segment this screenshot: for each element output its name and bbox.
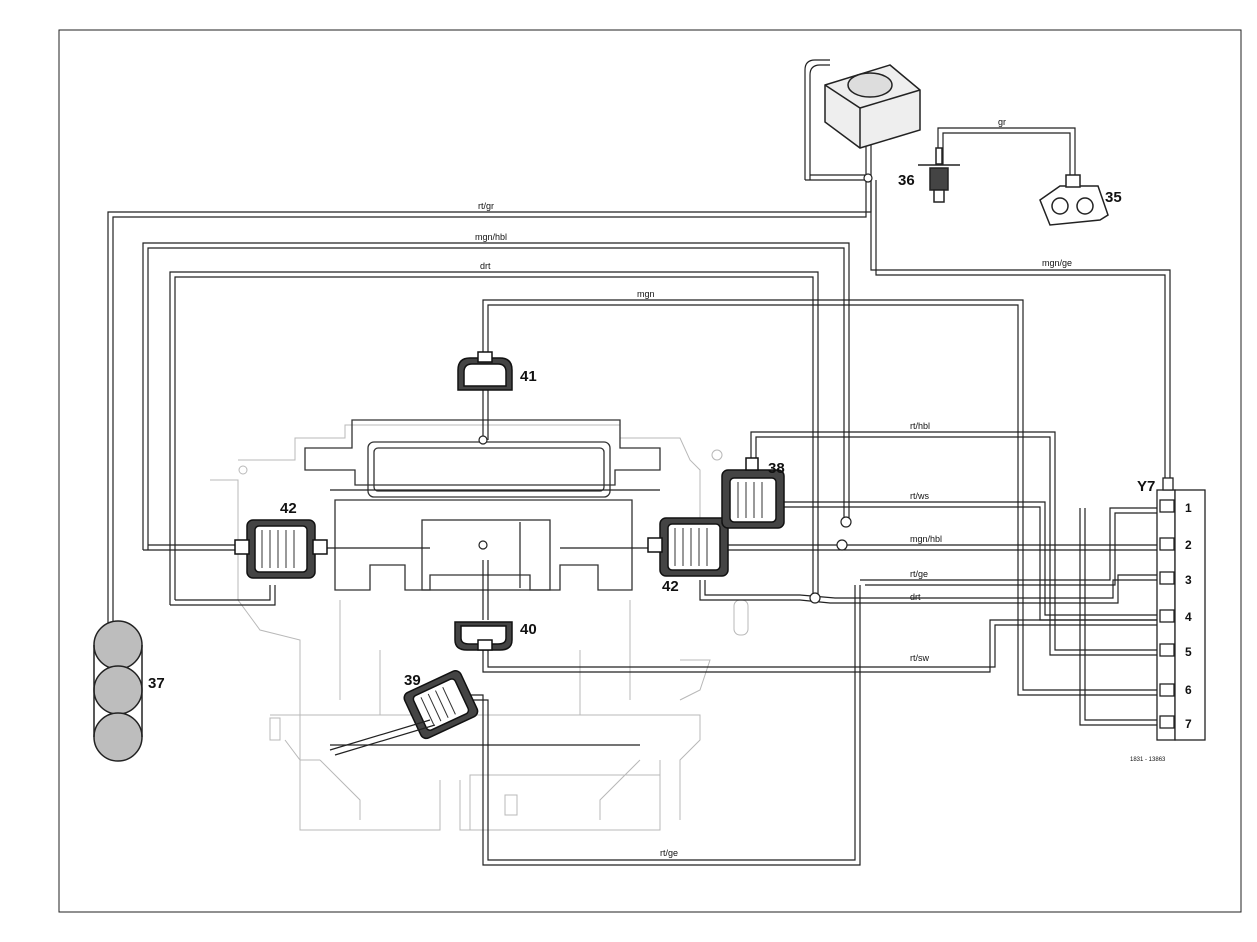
actuator-38 <box>721 457 785 529</box>
port-2: 2 <box>1185 538 1192 552</box>
hose-label-rt-gr: rt/gr <box>478 201 494 211</box>
label-41: 41 <box>520 368 537 385</box>
hose-label-rt-ge-bottom: rt/ge <box>660 848 678 858</box>
vacuum-reservoir-37 <box>93 620 143 762</box>
label-38: 38 <box>768 460 785 477</box>
hose-label-rt-ws: rt/ws <box>910 491 929 501</box>
hose-label-mgn-hbl-top: mgn/hbl <box>475 232 507 242</box>
port-1: 1 <box>1185 501 1192 515</box>
hose-label-drt-right: drt <box>910 592 921 602</box>
hose-label-rt-ge-right: rt/ge <box>910 569 928 579</box>
diagram-frame <box>58 29 1242 913</box>
hose-label-drt-top: drt <box>480 261 491 271</box>
flap-housing <box>304 419 661 591</box>
label-y7: Y7 <box>1137 478 1155 495</box>
valve-block-y7 <box>1156 477 1206 741</box>
actuator-39 <box>329 670 640 756</box>
switch-35 <box>1039 174 1109 226</box>
actuator-40 <box>454 621 513 651</box>
actuator-41 <box>457 351 513 391</box>
vacuum-hoses <box>107 59 1171 866</box>
t-connectors <box>478 173 873 604</box>
label-35: 35 <box>1105 189 1122 206</box>
hose-label-rt-sw: rt/sw <box>910 653 929 663</box>
port-4: 4 <box>1185 610 1192 624</box>
actuator-42-left <box>234 519 328 579</box>
label-37: 37 <box>148 675 165 692</box>
port-6: 6 <box>1185 683 1192 697</box>
hose-label-gr: gr <box>998 117 1006 127</box>
label-40: 40 <box>520 621 537 638</box>
actuator-42-right <box>647 517 729 577</box>
label-36: 36 <box>898 172 915 189</box>
sensor-box <box>824 64 921 149</box>
label-39: 39 <box>404 672 421 689</box>
valve-36 <box>918 147 960 203</box>
hose-label-mgn-hbl-right: mgn/hbl <box>910 534 942 544</box>
hose-label-mgn: mgn <box>637 289 655 299</box>
port-7: 7 <box>1185 717 1192 731</box>
label-42-right: 42 <box>662 578 679 595</box>
hose-label-rt-hbl: rt/hbl <box>910 421 930 431</box>
figure-code: 1831 - 13863 <box>1130 757 1166 763</box>
port-3: 3 <box>1185 573 1192 587</box>
hose-label-mgn-ge: mgn/ge <box>1042 258 1072 268</box>
port-5: 5 <box>1185 645 1192 659</box>
label-42-left: 42 <box>280 500 297 517</box>
